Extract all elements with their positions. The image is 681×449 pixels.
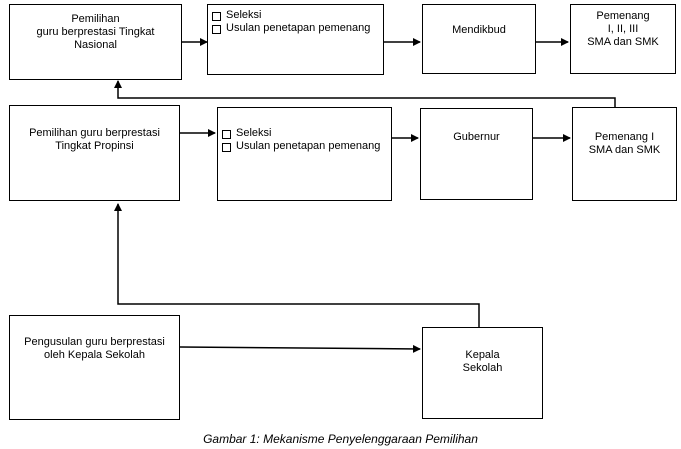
line-1: Pemilihan xyxy=(71,13,120,25)
label-kepala-sekolah: Kepala Sekolah xyxy=(462,349,503,374)
box-seleksi-nasional xyxy=(207,4,384,75)
label-pemilihan-propinsi: Pemilihan guru berprestasi Tingkat Propi… xyxy=(29,127,160,152)
options-seleksi-nasional: Seleksi Usulan penetapan pemenang xyxy=(210,9,370,35)
arrow-pemenang2-to-nasional xyxy=(114,80,616,107)
checkbox-icon xyxy=(212,25,221,34)
box-kepala-sekolah xyxy=(422,327,543,419)
label-pemenang-propinsi: Pemenang I SMA dan SMK xyxy=(588,131,661,156)
box-pengusulan xyxy=(9,315,180,420)
options-seleksi-propinsi: Seleksi Usulan penetapan pemenang xyxy=(220,127,380,153)
label-pemenang-nasional: Pemenang I, II, III SMA dan SMK xyxy=(587,10,659,48)
box-seleksi-propinsi xyxy=(217,107,392,201)
label-pemilihan-nasional: Pemilihan guru berprestasi Tingkat Nasio… xyxy=(9,13,182,52)
box-pemilihan-nasional xyxy=(9,4,182,80)
line-2: guru berprestasi Tingkat xyxy=(36,26,155,38)
box-pemilihan-propinsi xyxy=(9,105,180,201)
arrow-pengusulan-to-kepala xyxy=(179,344,421,353)
checkbox-icon xyxy=(222,143,231,152)
box-pemenang-propinsi xyxy=(572,107,677,201)
box-pemenang-nasional xyxy=(570,4,676,74)
box-gubernur xyxy=(420,108,533,200)
label-gubernur: Gubernur xyxy=(453,131,500,143)
line-3: Nasional xyxy=(74,39,117,51)
checkbox-icon xyxy=(222,130,231,139)
label-mendikbud: Mendikbud xyxy=(452,24,506,36)
box-mendikbud xyxy=(422,4,536,74)
checkbox-icon xyxy=(212,12,221,21)
figure-caption: Gambar 1: Mekanisme Penyelenggaraan Pemi… xyxy=(203,432,478,446)
arrow-kepala-to-propinsi xyxy=(114,203,480,327)
label-pengusulan: Pengusulan guru berprestasi oleh Kepala … xyxy=(24,336,165,361)
